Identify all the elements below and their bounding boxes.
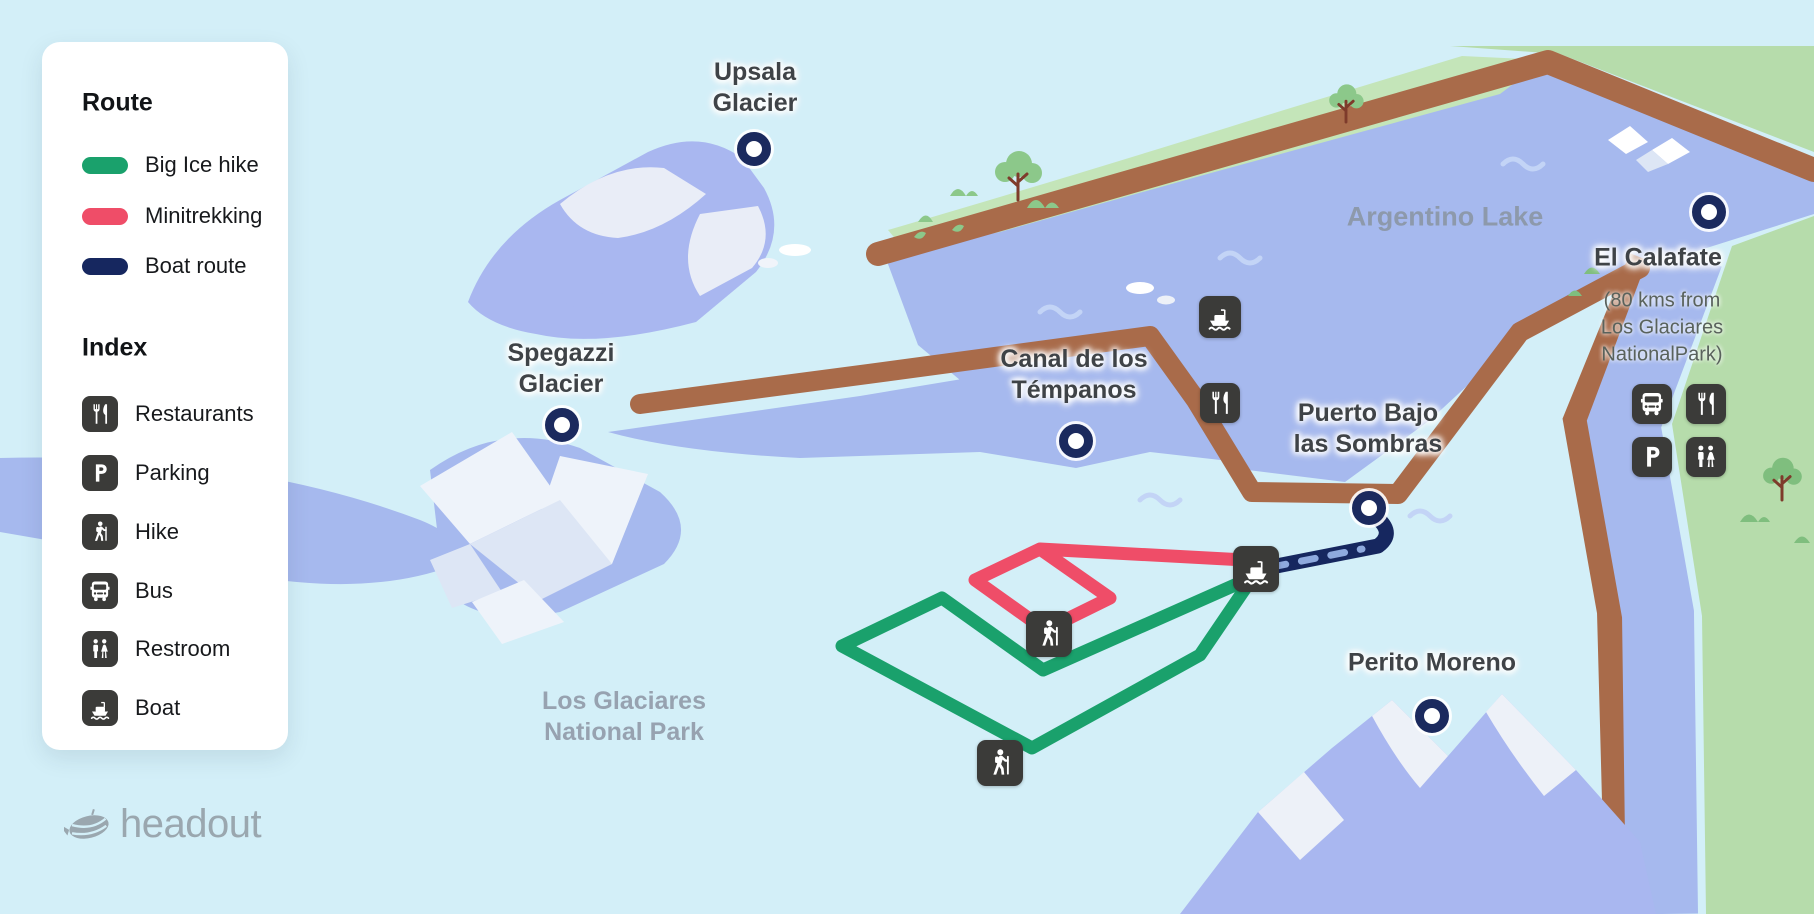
hike-icon[interactable]: [977, 740, 1023, 786]
label-el-calafate: El Calafate: [1594, 243, 1722, 272]
waves: [1037, 156, 1546, 524]
boat-icon[interactable]: [1199, 296, 1241, 338]
route-big-ice-hike: [835, 570, 1260, 755]
bus-icon: [82, 573, 118, 609]
marker-upsala-glacier[interactable]: [737, 132, 771, 166]
legend-card: Route Big Ice hike Minitrekking Boat rou…: [42, 42, 288, 750]
legend-item-boat: Boat: [82, 690, 180, 726]
restroom-icon[interactable]: [1686, 437, 1726, 477]
legend-item-bus: Bus: [82, 573, 173, 609]
icebergs: [1126, 126, 1690, 305]
legend-item-label: Parking: [135, 460, 210, 485]
legend-route-heading: Route: [82, 88, 153, 117]
headout-blimp-icon: [64, 808, 109, 839]
legend-item-label: Big Ice hike: [145, 152, 259, 177]
boat-route-swatch: [82, 257, 128, 275]
label-el-calafate-distance: (80 kms from Los Glaciares NationalPark): [1600, 289, 1724, 366]
marker-canal-de-los-tempanos[interactable]: [1059, 424, 1093, 458]
spegazzi-glacier-ice: [420, 432, 648, 644]
parking-icon[interactable]: [1632, 437, 1672, 477]
legend-item-label: Boat: [135, 695, 181, 720]
bus-icon[interactable]: [1632, 384, 1672, 424]
marker-perito-moreno[interactable]: [1415, 699, 1449, 733]
label-puerto-bajo-las-sombras: Puerto Bajo las Sombras: [1293, 399, 1443, 458]
legend-item-restroom: Restroom: [82, 631, 230, 667]
minitrekking-swatch: [82, 207, 128, 225]
boat-icon: [82, 690, 118, 726]
legend-item-big-ice-hike: Big Ice hike: [82, 152, 259, 178]
legend-item-hike: Hike: [82, 514, 179, 550]
shoreline: [630, 50, 1814, 504]
route-minitrekking: [968, 542, 1252, 637]
legend-item-label: Hike: [135, 519, 180, 544]
marker-el-calafate[interactable]: [1692, 195, 1726, 229]
big-ice-hike-swatch: [82, 156, 128, 174]
glacier-mountains-northwest: [468, 141, 811, 339]
legend-item-minitrekking: Minitrekking: [82, 203, 262, 229]
legend-item-boat-route: Boat route: [82, 253, 247, 279]
legend-item-label: Minitrekking: [145, 203, 263, 228]
headout-wordmark: headout: [120, 802, 262, 846]
restaurants-icon[interactable]: [1686, 384, 1726, 424]
restaurants-icon: [82, 396, 118, 432]
marker-puerto-bajo-las-sombras[interactable]: [1352, 491, 1386, 525]
parking-icon: [82, 455, 118, 491]
headout-logo: headout: [64, 802, 262, 847]
label-upsala-glacier: Upsala Glacier: [712, 58, 798, 117]
trees: [914, 84, 1810, 543]
legend-item-label: Boat route: [145, 253, 247, 278]
restaurants-icon[interactable]: [1200, 383, 1240, 423]
legend-item-label: Restaurants: [135, 401, 254, 426]
perito-moreno-mountains: [1180, 694, 1656, 914]
label-spegazzi-glacier: Spegazzi Glacier: [507, 339, 615, 398]
legend-item-parking: Parking: [82, 455, 210, 491]
label-perito-moreno: Perito Moreno: [1347, 648, 1517, 677]
legend-item-restaurants: Restaurants: [82, 396, 254, 432]
label-los-glaciares-national-park: Los Glaciares National Park: [542, 687, 706, 746]
legend-item-label: Bus: [135, 578, 173, 603]
hike-icon: [82, 514, 118, 550]
legend-item-label: Restroom: [135, 636, 231, 661]
hike-icon[interactable]: [1026, 611, 1072, 657]
legend-index-heading: Index: [82, 333, 148, 362]
restroom-icon: [82, 631, 118, 667]
label-argentino-lake: Argentino Lake: [1346, 201, 1544, 232]
boat-icon[interactable]: [1233, 546, 1279, 592]
river: [1562, 241, 1722, 914]
label-canal-de-los-tempanos: Canal de los Témpanos: [1000, 345, 1148, 404]
marker-spegazzi-glacier[interactable]: [545, 408, 579, 442]
